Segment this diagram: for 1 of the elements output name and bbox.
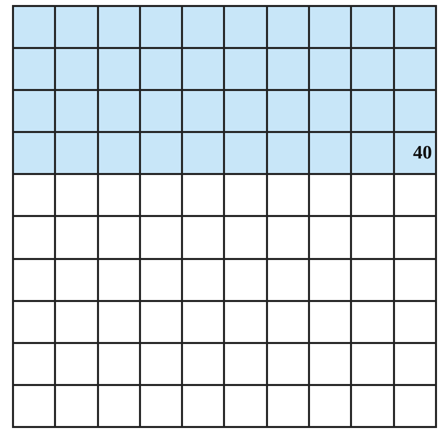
number-label: 40 (412, 144, 432, 163)
